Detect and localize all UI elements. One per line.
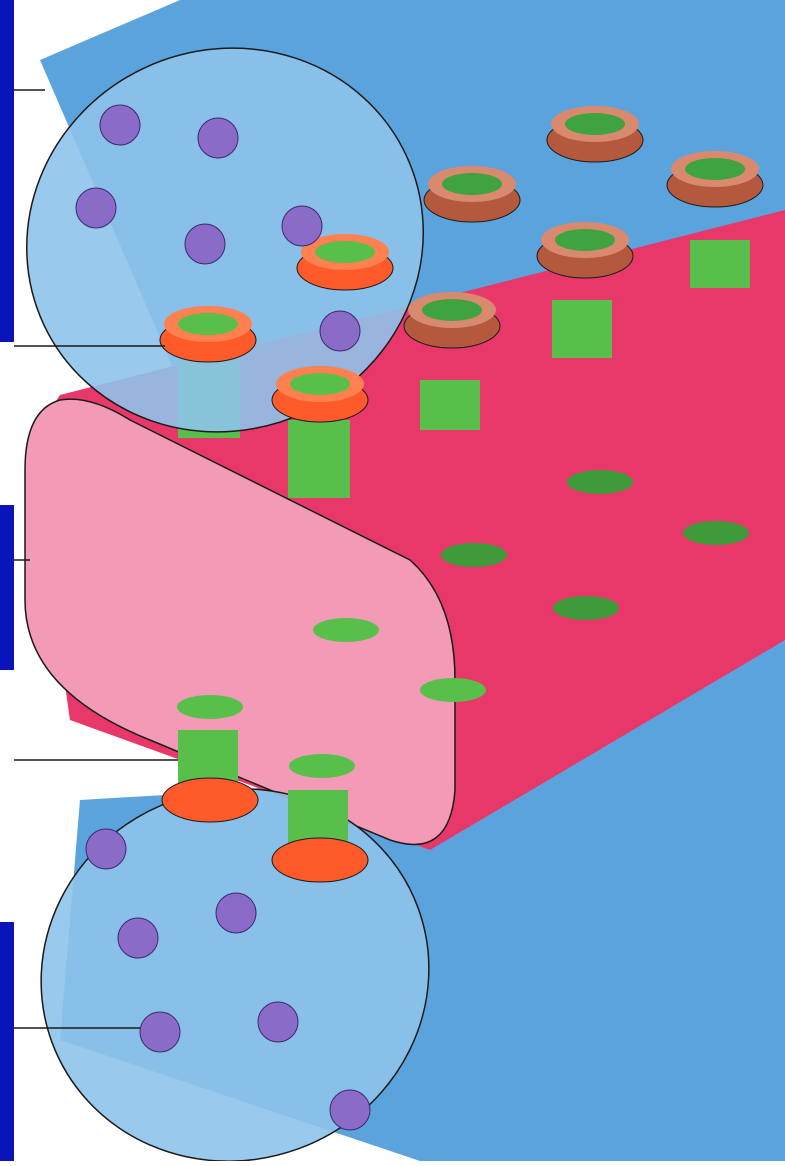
sidebar-bar-middle	[0, 505, 14, 670]
sidebar-bar-bottom	[0, 922, 14, 1161]
connexon-ring	[160, 306, 256, 362]
molecule-dot-icon	[320, 311, 360, 351]
molecule-dot-icon	[76, 188, 116, 228]
channel-stem	[420, 380, 480, 430]
connexon-ring	[272, 366, 368, 422]
channel-spot	[441, 543, 507, 567]
channel-spot	[177, 695, 243, 719]
molecule-dot-icon	[118, 918, 158, 958]
molecule-dot-icon	[140, 1012, 180, 1052]
channel-stem	[690, 240, 750, 288]
connexon-ring	[272, 838, 368, 882]
connexon-ring	[162, 778, 258, 822]
molecule-dot-icon	[100, 105, 140, 145]
sidebar-bar-top	[0, 0, 14, 342]
connexon-ring	[424, 166, 520, 222]
channel-spot	[553, 596, 619, 620]
molecule-dot-icon	[330, 1090, 370, 1130]
connexon-ring	[404, 292, 500, 348]
molecule-dot-icon	[258, 1002, 298, 1042]
molecule-dot-icon	[282, 206, 322, 246]
molecule-dot-icon	[216, 893, 256, 933]
molecule-dot-icon	[185, 224, 225, 264]
channel-spot	[289, 754, 355, 778]
channel-stem	[288, 420, 350, 498]
channel-spot	[420, 678, 486, 702]
channel-stem	[552, 300, 612, 358]
connexon-ring	[547, 106, 643, 162]
connexon-ring	[537, 222, 633, 278]
channel-spot	[567, 470, 633, 494]
channel-spot	[683, 521, 749, 545]
molecule-dot-icon	[86, 829, 126, 869]
molecule-dot-icon	[198, 118, 238, 158]
connexon-ring	[667, 151, 763, 207]
channel-spot	[313, 618, 379, 642]
